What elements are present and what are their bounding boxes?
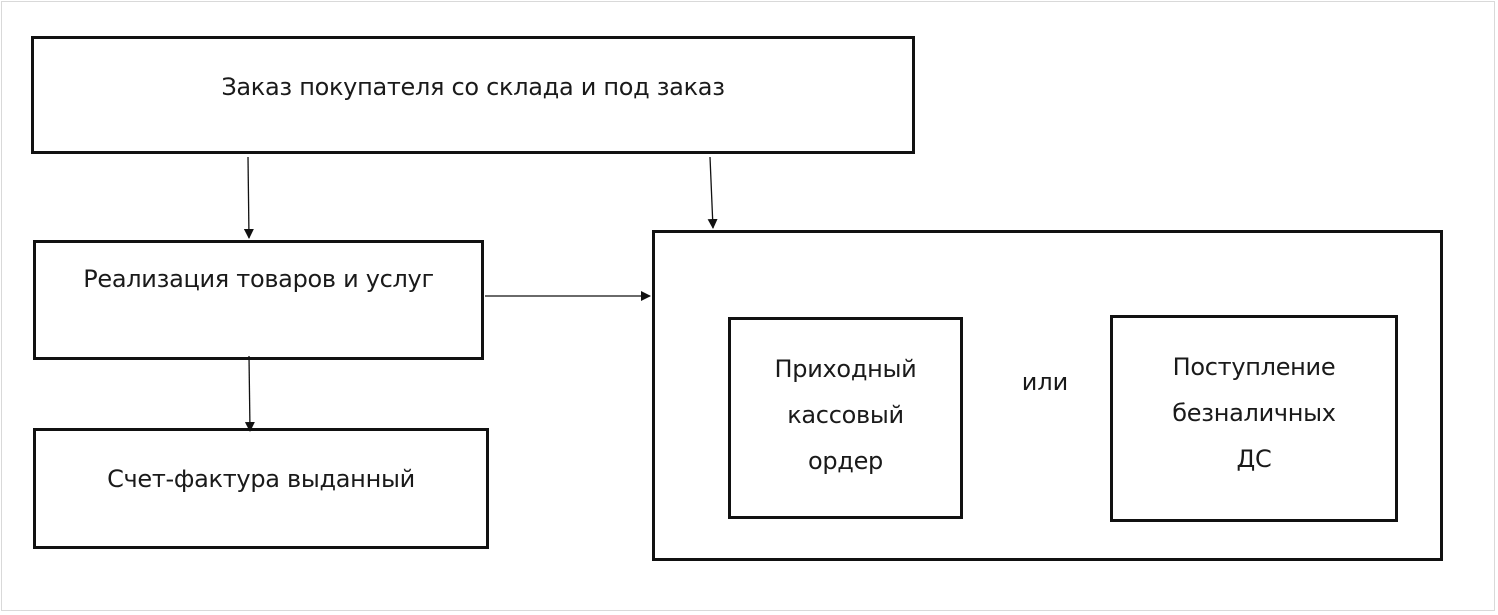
- bank-receipt-node: Поступление безналичных ДС: [1110, 315, 1398, 522]
- bank-receipt-line-2: безналичных: [1172, 399, 1336, 427]
- cash-receipt-node: Приходный кассовый ордер: [728, 317, 963, 519]
- invoice-node: Счет-фактура выданный: [33, 428, 489, 549]
- customer-order-node: Заказ покупателя со склада и под заказ: [31, 36, 915, 154]
- sales-node: Реализация товаров и услуг: [33, 240, 484, 360]
- sales-label: Реализация товаров и услуг: [83, 265, 434, 293]
- bank-receipt-line-3: ДС: [1236, 445, 1272, 473]
- bank-receipt-label: Поступление безналичных ДС: [1172, 344, 1336, 482]
- invoice-label: Счет-фактура выданный: [107, 465, 415, 493]
- cash-receipt-line-1: Приходный: [774, 355, 917, 383]
- cash-receipt-line-3: ордер: [807, 447, 883, 475]
- edge-sales-to-invoice: [244, 355, 255, 432]
- cash-receipt-label: Приходный кассовый ордер: [775, 346, 917, 484]
- bank-receipt-line-1: Поступление: [1172, 353, 1336, 381]
- cash-receipt-line-2: кассовый: [787, 401, 904, 429]
- edge-order-to-payment: [707, 156, 718, 229]
- or-connector-label: или: [1021, 368, 1069, 396]
- edge-order-to-sales: [243, 156, 254, 239]
- customer-order-label: Заказ покупателя со склада и под заказ: [221, 73, 725, 101]
